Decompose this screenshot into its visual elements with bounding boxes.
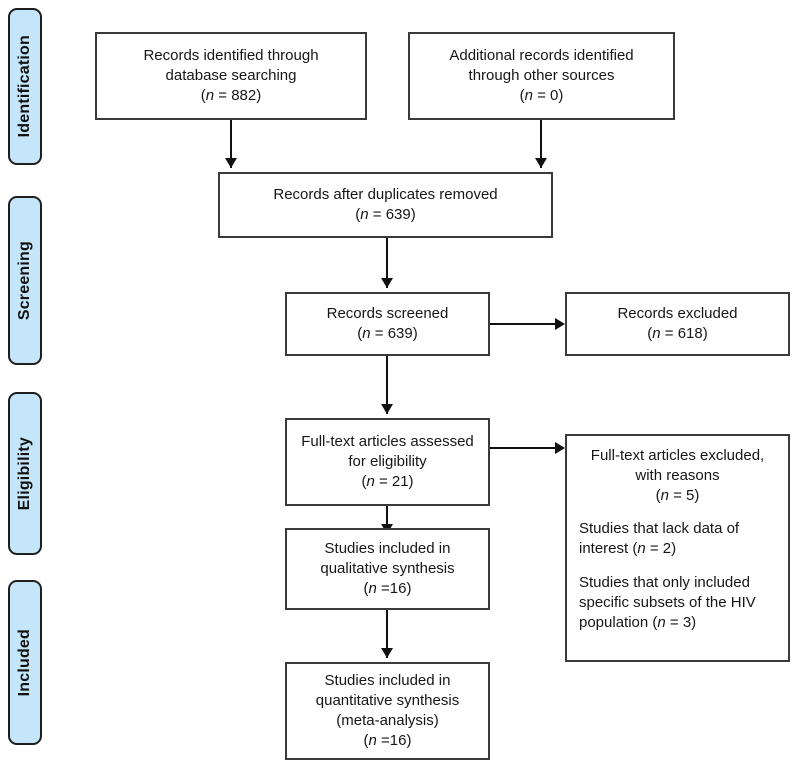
connector-duplicates-to-screened bbox=[386, 238, 388, 288]
duplicates-removed-line1: Records after duplicates removed bbox=[273, 186, 498, 204]
exclusion-reason-1-line1: Studies that lack data of bbox=[579, 520, 740, 538]
box-additional-records: Additional records identified through ot… bbox=[408, 32, 675, 120]
connector-identified-to-duplicates bbox=[230, 120, 232, 168]
excluded-spacer-2 bbox=[579, 559, 776, 573]
records-screened-count: (n = 639) bbox=[357, 325, 418, 342]
qualitative-count: (n =16) bbox=[363, 579, 412, 597]
records-identified-line2: database searching bbox=[165, 67, 297, 85]
records-excluded-line1: Records excluded bbox=[617, 305, 738, 323]
arrowhead-screened-to-excluded bbox=[555, 318, 565, 330]
exclusion-reason-2-line2: specific subsets of the HIV bbox=[579, 593, 756, 611]
fulltext-excluded-line1: Full-text articles excluded, bbox=[590, 447, 765, 464]
stage-pill-screening: Screening bbox=[8, 196, 42, 365]
stage-label-identification: Identification bbox=[16, 35, 33, 138]
box-qualitative-synthesis: Studies included in qualitative synthesi… bbox=[285, 528, 490, 610]
box-fulltext-excluded: Full-text articles excluded, with reason… bbox=[565, 434, 790, 662]
additional-records-line1: Additional records identified bbox=[449, 47, 634, 65]
excluded-spacer-1 bbox=[579, 505, 776, 519]
records-screened-line1: Records screened bbox=[326, 305, 449, 323]
fulltext-assessed-line2: for eligibility bbox=[348, 453, 427, 471]
quantitative-line1: Studies included in bbox=[324, 672, 451, 690]
arrowhead-additional-to-duplicates bbox=[535, 158, 547, 168]
arrowhead-identified-to-duplicates bbox=[225, 158, 237, 168]
quantitative-line3: (meta-analysis) bbox=[336, 712, 439, 729]
stage-label-screening: Screening bbox=[16, 240, 33, 321]
connector-fulltext-to-qualitative bbox=[386, 506, 388, 534]
arrowhead-fulltext-to-excluded bbox=[555, 442, 565, 454]
box-records-excluded: Records excluded (n = 618) bbox=[565, 292, 790, 356]
additional-records-line2: through other sources bbox=[468, 67, 615, 85]
connector-qualitative-to-quantitative bbox=[386, 610, 388, 658]
fulltext-excluded-line2: with reasons bbox=[635, 466, 720, 484]
stage-pill-included: Included bbox=[8, 580, 42, 745]
connector-additional-to-duplicates bbox=[540, 120, 542, 168]
exclusion-reason-1-line2: interest (n = 2) bbox=[579, 540, 677, 558]
records-identified-count: (n = 882) bbox=[200, 86, 262, 104]
quantitative-count: (n =16) bbox=[363, 731, 412, 749]
connector-screened-to-excluded bbox=[490, 323, 558, 325]
arrowhead-screened-to-fulltext bbox=[381, 404, 393, 414]
box-fulltext-assessed: Full-text articles assessed for eligibil… bbox=[285, 418, 490, 506]
duplicates-removed-count: (n = 639) bbox=[355, 206, 416, 223]
qualitative-line1: Studies included in bbox=[324, 540, 451, 558]
exclusion-reason-2-line1: Studies that only included bbox=[579, 573, 750, 591]
stage-label-eligibility: Eligibility bbox=[16, 436, 33, 511]
box-records-identified: Records identified through database sear… bbox=[95, 32, 367, 120]
stage-label-included: Included bbox=[16, 628, 33, 697]
qualitative-line2: qualitative synthesis bbox=[320, 560, 455, 578]
box-duplicates-removed: Records after duplicates removed (n = 63… bbox=[218, 172, 553, 238]
arrowhead-duplicates-to-screened bbox=[381, 278, 393, 288]
connector-screened-to-fulltext bbox=[386, 356, 388, 414]
quantitative-line2: quantitative synthesis bbox=[315, 692, 460, 710]
fulltext-assessed-count: (n = 21) bbox=[361, 472, 414, 490]
additional-records-count: (n = 0) bbox=[519, 86, 564, 104]
records-identified-line1: Records identified through bbox=[143, 47, 319, 65]
records-excluded-count: (n = 618) bbox=[647, 325, 708, 342]
box-quantitative-synthesis: Studies included in quantitative synthes… bbox=[285, 662, 490, 760]
fulltext-assessed-line1: Full-text articles assessed bbox=[301, 433, 474, 451]
connector-fulltext-to-excluded bbox=[490, 447, 558, 449]
stage-pill-identification: Identification bbox=[8, 8, 42, 165]
exclusion-reason-2-line3: population (n = 3) bbox=[579, 613, 697, 631]
arrowhead-qualitative-to-quantitative bbox=[381, 648, 393, 658]
stage-pill-eligibility: Eligibility bbox=[8, 392, 42, 555]
box-records-screened: Records screened (n = 639) bbox=[285, 292, 490, 356]
fulltext-excluded-count: (n = 5) bbox=[655, 486, 700, 504]
